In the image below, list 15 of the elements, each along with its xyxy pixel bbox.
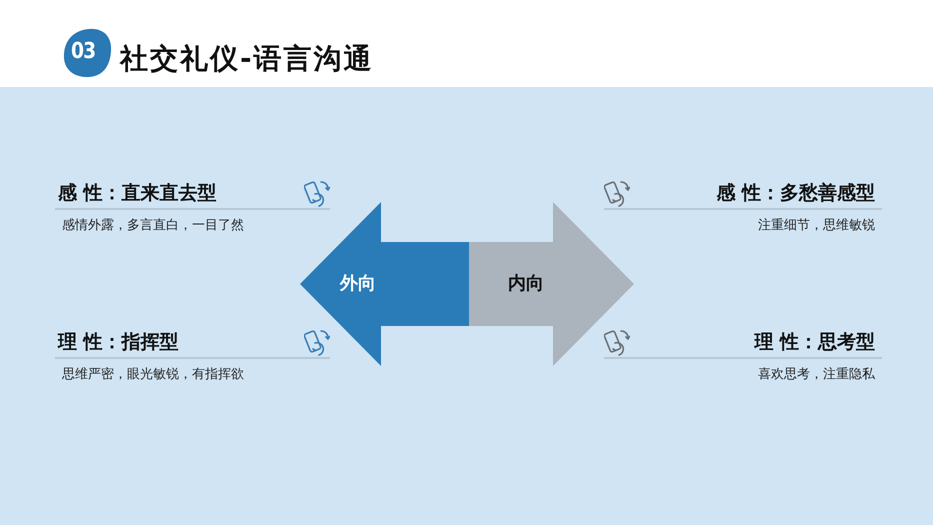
- trait-description: 喜欢思考，注重隐私: [758, 367, 875, 383]
- badge-blob: [62, 27, 112, 79]
- category-heading: 理 性：思考型: [754, 331, 875, 353]
- category-heading: 感 性：直来直去型: [58, 182, 217, 204]
- category-heading: 理 性：指挥型: [58, 331, 179, 353]
- left-arrow-shape: [300, 202, 469, 366]
- section-number: 03: [71, 41, 96, 63]
- arrow-label: 外向: [340, 275, 376, 293]
- arrow-label: 内向: [508, 275, 544, 293]
- category-heading: 感 性：多愁善感型: [716, 182, 875, 204]
- trait-description: 注重细节，思维敏锐: [758, 218, 875, 234]
- right-arrow-shape: [469, 202, 634, 366]
- slide-title: 社交礼仪-语言沟通: [120, 43, 374, 75]
- trait-description: 思维严密，眼光敏锐，有指挥欲: [62, 367, 244, 383]
- trait-description: 感情外露，多言直白，一目了然: [62, 218, 244, 234]
